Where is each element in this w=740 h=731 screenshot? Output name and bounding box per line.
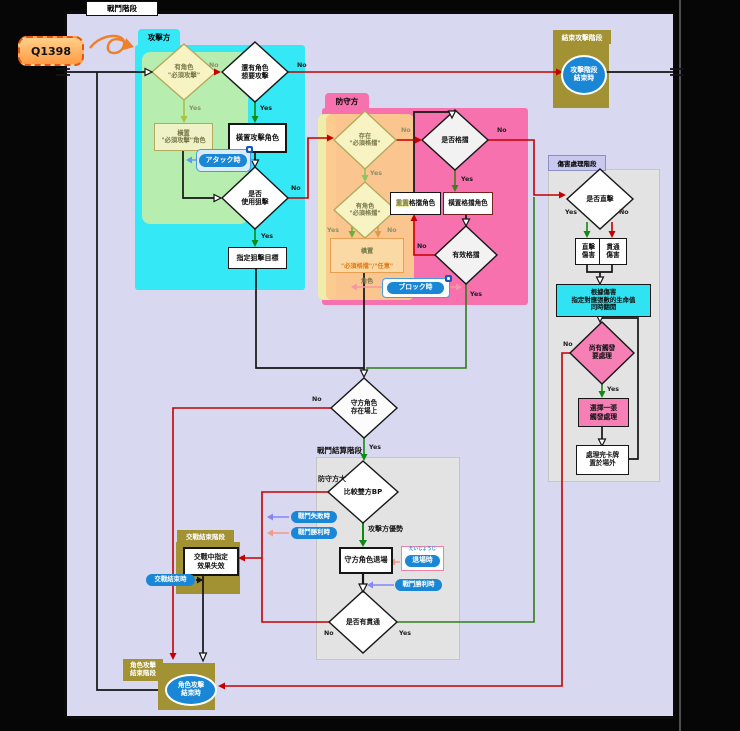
attacker-region-tab: 攻擊方 bbox=[138, 29, 180, 46]
damage-phase-tab: 傷害處理階段 bbox=[548, 155, 606, 171]
edge-label: Yes bbox=[470, 291, 483, 298]
edge-label: No bbox=[563, 341, 573, 348]
reset-blocker-node: 重置格擋角色 bbox=[390, 192, 441, 215]
edge-label: Yes bbox=[260, 105, 273, 112]
tap-must-block-node: 橫置 "必須格擋"/"任意" 角色 bbox=[330, 238, 404, 285]
tap-must-block-line1: 橫置 bbox=[360, 248, 374, 256]
frame-seam bbox=[679, 0, 681, 731]
attacker-wins-label: 攻擊方優勢 bbox=[368, 525, 403, 533]
block-timing-pill: ブロック時 bbox=[387, 282, 444, 294]
edge-label: Yes bbox=[369, 444, 382, 451]
edge-label: No bbox=[619, 209, 629, 216]
edge-label: Yes bbox=[261, 233, 274, 240]
block-timing-backdrop: ブロック時 bbox=[382, 275, 452, 298]
pierce-damage-node: 貫通 傷害 bbox=[599, 238, 627, 265]
tap-must-attack-node: 橫置 "必須攻擊"角色 bbox=[154, 123, 213, 151]
exit-timing-ruby: たいじょうじ bbox=[409, 547, 436, 552]
engage-effects-invalid-node: 交戰中指定 效果失效 bbox=[183, 547, 239, 576]
char-attack-end-tab: 角色攻擊 結束階段 bbox=[123, 659, 163, 681]
battle-phase-tab: 戰鬥階段 bbox=[86, 1, 158, 16]
battle-win-pill-2: 戰鬥勝利時 bbox=[395, 579, 442, 591]
battle-win-pill: 戰鬥勝利時 bbox=[291, 527, 337, 539]
edge-label: Yes bbox=[461, 176, 474, 183]
edge-label: No bbox=[297, 62, 307, 69]
tap-must-block-line3: 角色 bbox=[360, 277, 374, 285]
battle-lose-pill: 戰鬥失敗時 bbox=[291, 511, 337, 523]
defender-wins-label: 防守方大 bbox=[318, 475, 346, 483]
edge-label: Yes bbox=[327, 227, 340, 234]
card-out-node: 處理完卡牌 置於場外 bbox=[576, 445, 629, 475]
edge-label: Yes bbox=[565, 209, 578, 216]
defender-leave-node: 守方角色退場 bbox=[339, 547, 393, 574]
reset-blocker-suffix: 格擋角色 bbox=[408, 198, 436, 207]
edge-label: No bbox=[209, 62, 219, 69]
pick-trigger-node: 選擇一張 觸發處理 bbox=[578, 398, 629, 427]
furigana-badge bbox=[246, 146, 253, 153]
edge-label: No bbox=[401, 127, 411, 134]
char-attack-end-pill: 角色攻擊 結束時 bbox=[165, 674, 217, 706]
engage-end-phase-tab: 交戰結束階段 bbox=[177, 530, 234, 542]
tap-attacker-node: 橫置攻擊角色 bbox=[228, 123, 287, 153]
engage-end-timing-pill: 交戰結束時 bbox=[146, 574, 195, 586]
tap-blocker-node: 橫置格擋角色 bbox=[443, 192, 493, 215]
edge-label: No bbox=[497, 127, 507, 134]
furigana-badge bbox=[445, 275, 452, 282]
edge-label: Yes bbox=[399, 630, 412, 637]
snipe-target-node: 指定狙擊目標 bbox=[228, 247, 287, 269]
tap-must-block-line2: "必須格擋"/"任意" bbox=[340, 262, 394, 270]
attack-timing-backdrop: アタック時 bbox=[196, 146, 253, 172]
settlement-phase-label: 戰鬥結算階段 bbox=[317, 446, 362, 455]
edge-label: No bbox=[291, 185, 301, 192]
attack-phase-end-pill: 攻擊階段 結束時 bbox=[561, 55, 607, 95]
exit-timing-pill: 退場時 bbox=[405, 555, 440, 567]
edge-label: No bbox=[312, 396, 322, 403]
end-attack-phase-tab: 結束攻擊階段 bbox=[553, 30, 611, 44]
edge-label: No bbox=[387, 227, 397, 234]
edge-label: Yes bbox=[189, 105, 202, 112]
edge-label: Yes bbox=[370, 170, 383, 177]
exit-timing-group: たいじょうじ 退場時 bbox=[401, 546, 444, 571]
edge-label: No bbox=[417, 243, 427, 250]
edge-label: Yes bbox=[607, 386, 620, 393]
direct-damage-node: 直擊 傷害 bbox=[575, 238, 602, 265]
flip-life-node: 根據傷害 指定對應張數的生命值 同時翻開 bbox=[556, 284, 651, 317]
edge-label: No bbox=[324, 630, 334, 637]
q-note: Q1398 bbox=[18, 36, 84, 66]
defender-region-tab: 防守方 bbox=[325, 93, 369, 109]
attack-timing-pill: アタック時 bbox=[199, 154, 247, 167]
reset-blocker-prefix: 重置 bbox=[395, 198, 409, 208]
